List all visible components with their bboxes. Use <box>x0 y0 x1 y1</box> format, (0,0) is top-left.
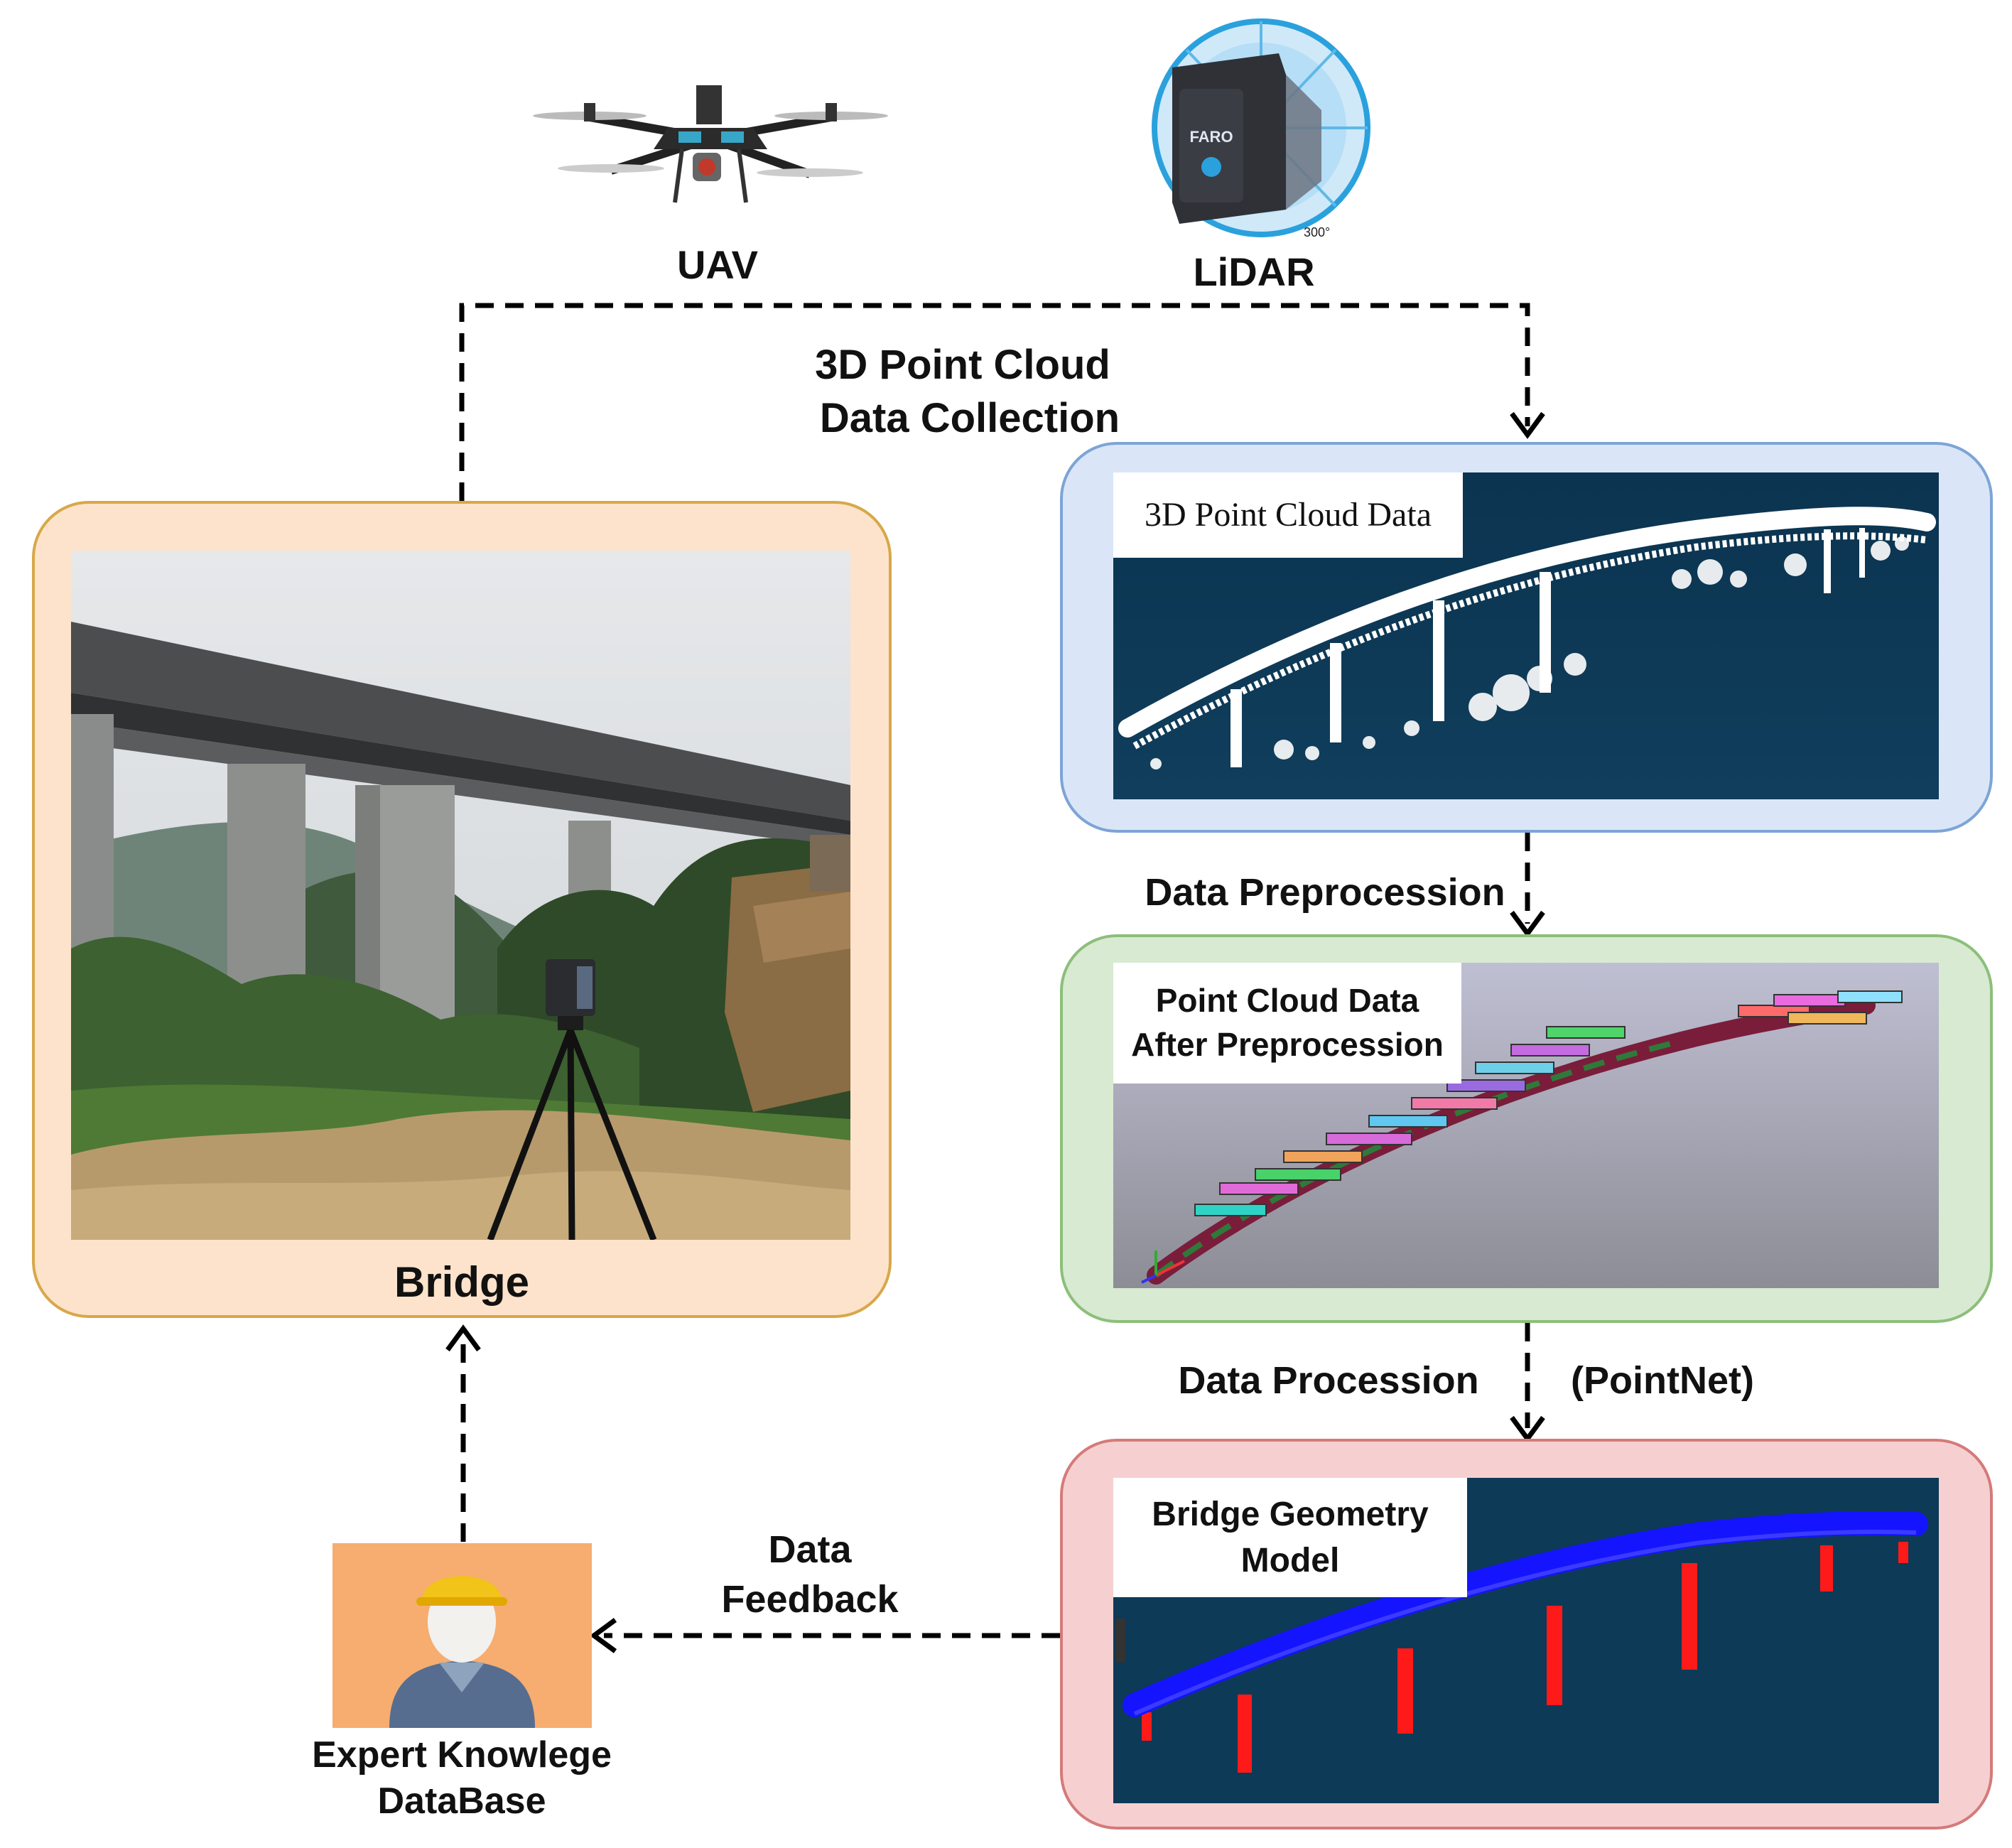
preprocessed-title-line1: Point Cloud Data <box>1155 982 1419 1019</box>
feedback-label-line1: Data <box>768 1528 852 1571</box>
lidar-angle-label: 300° <box>1304 225 1330 239</box>
lidar-label: LiDAR <box>1193 249 1315 294</box>
feedback-label-line2: Feedback <box>721 1578 899 1621</box>
geometry-title: Bridge Geometry Model <box>1113 1478 1467 1597</box>
bridge-photo <box>71 551 850 1240</box>
preprocessed-title: Point Cloud Data After Preprocession <box>1113 963 1461 1084</box>
geometry-title-line2: Model <box>1240 1542 1340 1579</box>
collection-label-line1: 3D Point Cloud <box>815 342 1110 388</box>
procession-label: Data Procession <box>1178 1359 1479 1402</box>
collection-connector <box>459 303 1530 501</box>
uav-label: UAV <box>676 242 759 287</box>
raw-cloud-title: 3D Point Cloud Data <box>1113 472 1463 558</box>
bridge-label: Bridge <box>394 1258 530 1306</box>
geometry-model-view <box>1113 1478 1939 1803</box>
geometry-scroll-handle[interactable] <box>1115 1619 1125 1663</box>
preprocession-label: Data Preprocession <box>1145 871 1505 914</box>
preprocessed-title-line2: After Preprocession <box>1131 1026 1444 1063</box>
expert-label-line1: Expert Knowlege <box>312 1734 612 1776</box>
geometry-title-line1: Bridge Geometry <box>1152 1496 1429 1533</box>
lidar-brand: FARO <box>1189 128 1233 146</box>
feedback-arrowhead <box>590 1618 617 1653</box>
collection-label-line2: Data Collection <box>819 395 1120 441</box>
uav-drone-icon <box>533 85 888 203</box>
lidar-scanner-icon: FARO 300° <box>1152 18 1370 239</box>
preprocession-arrowhead <box>1510 910 1545 938</box>
expert-to-bridge-arrowhead <box>445 1324 481 1352</box>
expert-label-line2: DataBase <box>377 1781 546 1822</box>
collection-arrowhead <box>1510 411 1545 439</box>
expert-worker-icon <box>332 1543 592 1728</box>
procession-method-label: (PointNet) <box>1571 1359 1754 1402</box>
